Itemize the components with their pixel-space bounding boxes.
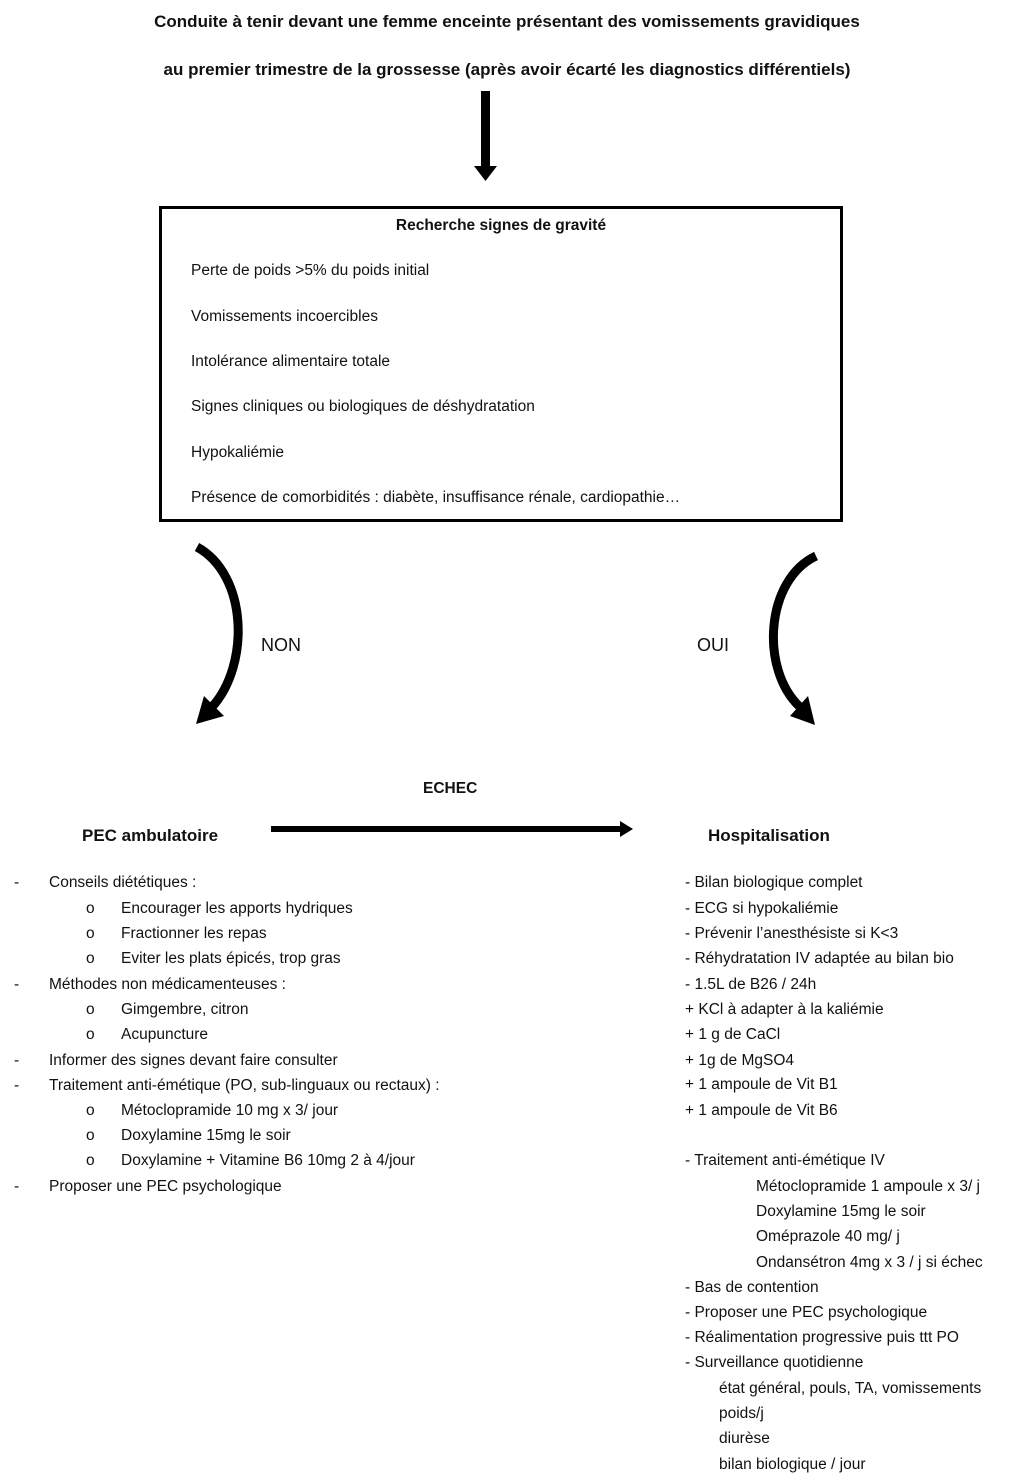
gravity-criterion: Vomissements incoercibles <box>191 308 378 325</box>
list-sub-item: poids/j <box>719 1405 764 1422</box>
title-line-2: au premier trimestre de la grossesse (ap… <box>163 60 851 79</box>
list-sub-item: Oméprazole 40 mg/ j <box>756 1228 900 1245</box>
ambulatory-heading: PEC ambulatoire <box>82 826 219 845</box>
list-item: + KCl à adapter à la kaliémie <box>685 1001 884 1018</box>
gravity-heading: Recherche signes de gravité <box>395 217 607 234</box>
sub-bullet-marker: o <box>86 1127 95 1144</box>
branch-label-oui: OUI <box>697 635 730 655</box>
list-item: - 1.5L de B26 / 24h <box>685 976 817 993</box>
list-sub-item: bilan biologique / jour <box>719 1456 866 1473</box>
bullet-marker: - <box>14 1077 20 1094</box>
list-item: Doxylamine + Vitamine B6 10mg 2 à 4/jour <box>121 1152 415 1169</box>
bullet-marker: - <box>14 1052 20 1069</box>
list-item: - Réhydratation IV adaptée au bilan bio <box>685 950 954 967</box>
bullet-marker: - <box>14 874 20 891</box>
list-item: + 1 g de CaCl <box>685 1026 781 1043</box>
sub-bullet-marker: o <box>86 1152 95 1169</box>
list-sub-item: état général, pouls, TA, vomissements <box>719 1380 982 1397</box>
list-item: - Proposer une PEC psychologique <box>685 1304 928 1321</box>
gravity-criterion: Intolérance alimentaire totale <box>191 353 391 370</box>
list-item: Doxylamine 15mg le soir <box>121 1127 291 1144</box>
list-item: + 1 ampoule de Vit B1 <box>685 1076 838 1093</box>
list-item: - Bas de contention <box>685 1279 819 1296</box>
list-sub-item: Doxylamine 15mg le soir <box>756 1203 926 1220</box>
list-item: Informer des signes devant faire consult… <box>49 1052 338 1069</box>
list-item: - Prévenir l’anesthésiste si K<3 <box>685 925 899 942</box>
gravity-criterion: Hypokaliémie <box>191 444 285 461</box>
bullet-marker: - <box>14 976 20 993</box>
list-sub-item: diurèse <box>719 1430 770 1447</box>
down-arrow <box>474 91 497 181</box>
list-item: Fractionner les repas <box>121 925 267 942</box>
echec-label: ECHEC <box>423 780 478 797</box>
list-sub-item: Ondansétron 4mg x 3 / j si échec <box>756 1254 983 1271</box>
list-item: - ECG si hypokaliémie <box>685 900 839 917</box>
gravity-criterion: Perte de poids >5% du poids initial <box>191 262 430 279</box>
list-item: + 1g de MgSO4 <box>685 1052 794 1069</box>
gravity-signs-box: Recherche signes de gravité Perte de poi… <box>159 206 843 522</box>
list-sub-item: Métoclopramide 1 ampoule x 3/ j <box>756 1178 981 1195</box>
list-item: Eviter les plats épicés, trop gras <box>121 950 341 967</box>
curved-arrow-non <box>194 543 243 724</box>
list-item: - Bilan biologique complet <box>685 874 863 891</box>
sub-bullet-marker: o <box>86 1001 95 1018</box>
list-item: Gimgembre, citron <box>121 1001 249 1018</box>
echec-arrow <box>271 821 633 837</box>
list-item: - Réalimentation progressive puis ttt PO <box>685 1329 959 1346</box>
bullet-marker: - <box>14 1178 20 1195</box>
sub-bullet-marker: o <box>86 950 95 967</box>
list-item: Acupuncture <box>121 1026 209 1043</box>
curved-arrow-oui <box>769 551 819 725</box>
list-item: Proposer une PEC psychologique <box>49 1178 282 1195</box>
list-item: Encourager les apports hydriques <box>121 900 353 917</box>
sub-bullet-marker: o <box>86 1102 95 1119</box>
sub-bullet-marker: o <box>86 1026 95 1043</box>
sub-bullet-marker: o <box>86 925 95 942</box>
title-line-1: Conduite à tenir devant une femme encein… <box>154 12 860 31</box>
list-item: - Traitement anti-émétique IV <box>685 1152 885 1169</box>
list-item: Traitement anti-émétique (PO, sub-lingua… <box>49 1077 440 1094</box>
sub-bullet-marker: o <box>86 900 95 917</box>
list-item: Métoclopramide 10 mg x 3/ jour <box>121 1102 339 1119</box>
hospital-heading: Hospitalisation <box>708 826 830 845</box>
list-item: Conseils diététiques : <box>49 874 197 891</box>
gravity-criterion: Présence de comorbidités : diabète, insu… <box>191 489 681 506</box>
list-item: - Surveillance quotidienne <box>685 1354 864 1371</box>
branch-label-non: NON <box>261 635 301 655</box>
list-item: Méthodes non médicamenteuses : <box>49 976 286 993</box>
list-item: + 1 ampoule de Vit B6 <box>685 1102 838 1119</box>
gravity-criterion: Signes cliniques ou biologiques de déshy… <box>191 398 535 415</box>
